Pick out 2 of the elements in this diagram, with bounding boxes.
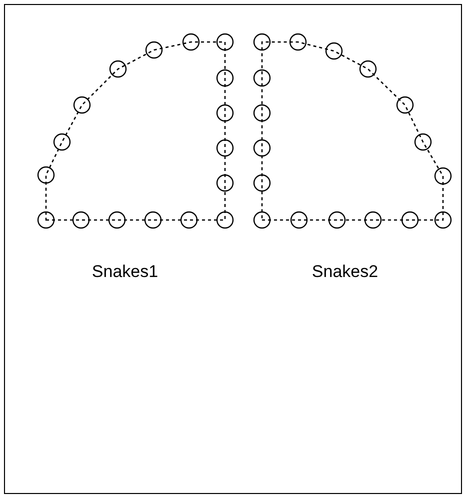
snake-label: Snakes2 [312,262,378,282]
snake-label: Snakes1 [92,262,158,282]
